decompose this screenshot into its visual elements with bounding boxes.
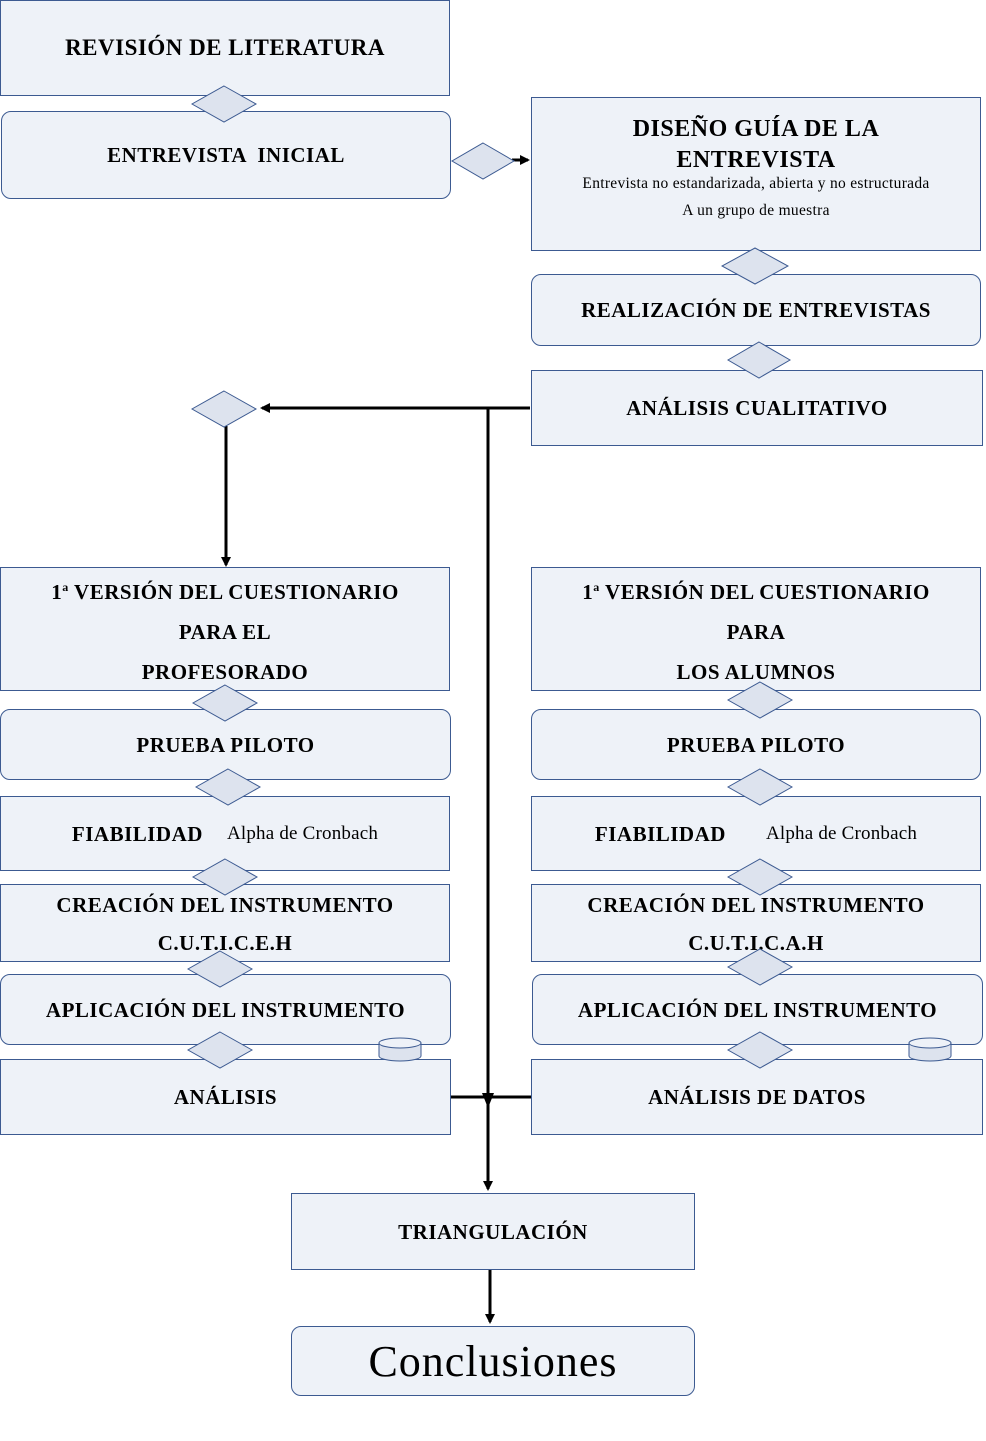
right-version-sup: a bbox=[593, 579, 600, 594]
right-version-number: 1 bbox=[582, 579, 594, 604]
right-version-line-2: PARA bbox=[726, 619, 786, 644]
analisis-cualitativo-box: ANÁLISIS CUALITATIVO bbox=[531, 370, 983, 446]
left-version-line-3: PROFESORADO bbox=[141, 659, 309, 684]
right-version-line-3: LOS ALUMNOS bbox=[676, 659, 836, 684]
left-prueba-label: PRUEBA PILOTO bbox=[136, 732, 315, 757]
analisis-cualitativo-label: ANÁLISIS CUALITATIVO bbox=[626, 396, 888, 420]
left-version-box: 1a VERSIÓN DEL CUESTIONARIO PARA EL PROF… bbox=[0, 567, 450, 691]
diamond-connector bbox=[187, 950, 253, 988]
right-creacion-line-1: CREACIÓN DEL INSTRUMENTO bbox=[587, 893, 925, 917]
right-version-line-1: 1a VERSIÓN DEL CUESTIONARIO bbox=[582, 567, 930, 612]
left-version-title: VERSIÓN DEL CUESTIONARIO bbox=[68, 579, 399, 604]
diseno-subtitle-line-2: A un grupo de muestra bbox=[682, 202, 830, 219]
right-aplicacion-label: APLICACIÓN DEL INSTRUMENTO bbox=[577, 997, 938, 1022]
entrevista-inicial-box: ENTREVISTA INICIAL bbox=[1, 111, 451, 199]
diseno-title-line-2: ENTREVISTA bbox=[676, 147, 836, 173]
left-creacion-line-2: C.U.T.I.C.E.H bbox=[157, 931, 293, 955]
right-fiabilidad-label: FIABILIDAD bbox=[594, 821, 726, 846]
diseno-guia-box: DISEÑO GUÍA DE LA ENTREVISTA Entrevista … bbox=[531, 97, 981, 251]
right-version-title: VERSIÓN DEL CUESTIONARIO bbox=[599, 579, 930, 604]
right-fiabilidad-note: Alpha de Cronbach bbox=[765, 822, 918, 844]
triangulacion-label: TRIANGULACIÓN bbox=[398, 1219, 588, 1244]
left-creacion-line-1: CREACIÓN DEL INSTRUMENTO bbox=[56, 893, 394, 917]
diamond-connector bbox=[727, 1031, 793, 1069]
right-version-box: 1a VERSIÓN DEL CUESTIONARIO PARA LOS ALU… bbox=[531, 567, 981, 691]
diamond-connector bbox=[727, 768, 793, 806]
diamond-connector bbox=[727, 948, 793, 986]
conclusiones-box: Conclusiones bbox=[291, 1326, 695, 1396]
left-version-line-2: PARA EL bbox=[178, 619, 272, 644]
diamond-connector bbox=[727, 681, 793, 719]
left-aplicacion-box: APLICACIÓN DEL INSTRUMENTO bbox=[0, 974, 451, 1045]
left-fiabilidad-note: Alpha de Cronbach bbox=[226, 822, 379, 844]
diamond-connector bbox=[727, 858, 793, 896]
diamond-connector bbox=[195, 768, 261, 806]
database-icon bbox=[378, 1037, 422, 1062]
left-version-sup: a bbox=[62, 579, 69, 594]
conclusiones-label: Conclusiones bbox=[368, 1336, 618, 1386]
diamond-connector bbox=[192, 684, 258, 722]
realizacion-label: REALIZACIÓN DE ENTREVISTAS bbox=[581, 298, 931, 322]
diamond-connector bbox=[451, 142, 515, 180]
left-version-number: 1 bbox=[51, 579, 63, 604]
left-analisis-label: ANÁLISIS bbox=[173, 1085, 278, 1109]
right-analisis-box: ANÁLISIS DE DATOS bbox=[531, 1059, 983, 1135]
junction-arrow bbox=[482, 1093, 494, 1108]
right-analisis-label: ANÁLISIS DE DATOS bbox=[648, 1085, 866, 1109]
diamond-connector bbox=[727, 341, 791, 379]
diseno-subtitle-line-1: Entrevista no estandarizada, abierta y n… bbox=[582, 175, 930, 192]
diseno-title-line-1: DISEÑO GUÍA DE LA bbox=[632, 116, 880, 142]
revision-literatura-label: REVISIÓN DE LITERATURA bbox=[65, 35, 385, 60]
left-version-line-1: 1a VERSIÓN DEL CUESTIONARIO bbox=[51, 567, 399, 612]
entrevista-inicial-label: ENTREVISTA INICIAL bbox=[107, 143, 345, 167]
right-prueba-label: PRUEBA PILOTO bbox=[666, 732, 846, 757]
database-icon bbox=[908, 1037, 952, 1062]
left-analisis-box: ANÁLISIS bbox=[0, 1059, 451, 1135]
diamond-connector bbox=[192, 858, 258, 896]
diamond-connector bbox=[721, 247, 789, 285]
diamond-connector bbox=[187, 1031, 253, 1069]
triangulacion-box: TRIANGULACIÓN bbox=[291, 1193, 695, 1270]
revision-literatura-box: REVISIÓN DE LITERATURA bbox=[0, 0, 450, 96]
right-prueba-piloto-box: PRUEBA PILOTO bbox=[531, 709, 981, 780]
diamond-connector bbox=[191, 390, 257, 428]
left-fiabilidad-label: FIABILIDAD bbox=[71, 821, 203, 846]
right-fiabilidad-box: FIABILIDAD Alpha de Cronbach bbox=[531, 796, 981, 871]
left-aplicacion-label: APLICACIÓN DEL INSTRUMENTO bbox=[45, 997, 406, 1022]
diamond-connector bbox=[191, 85, 257, 123]
